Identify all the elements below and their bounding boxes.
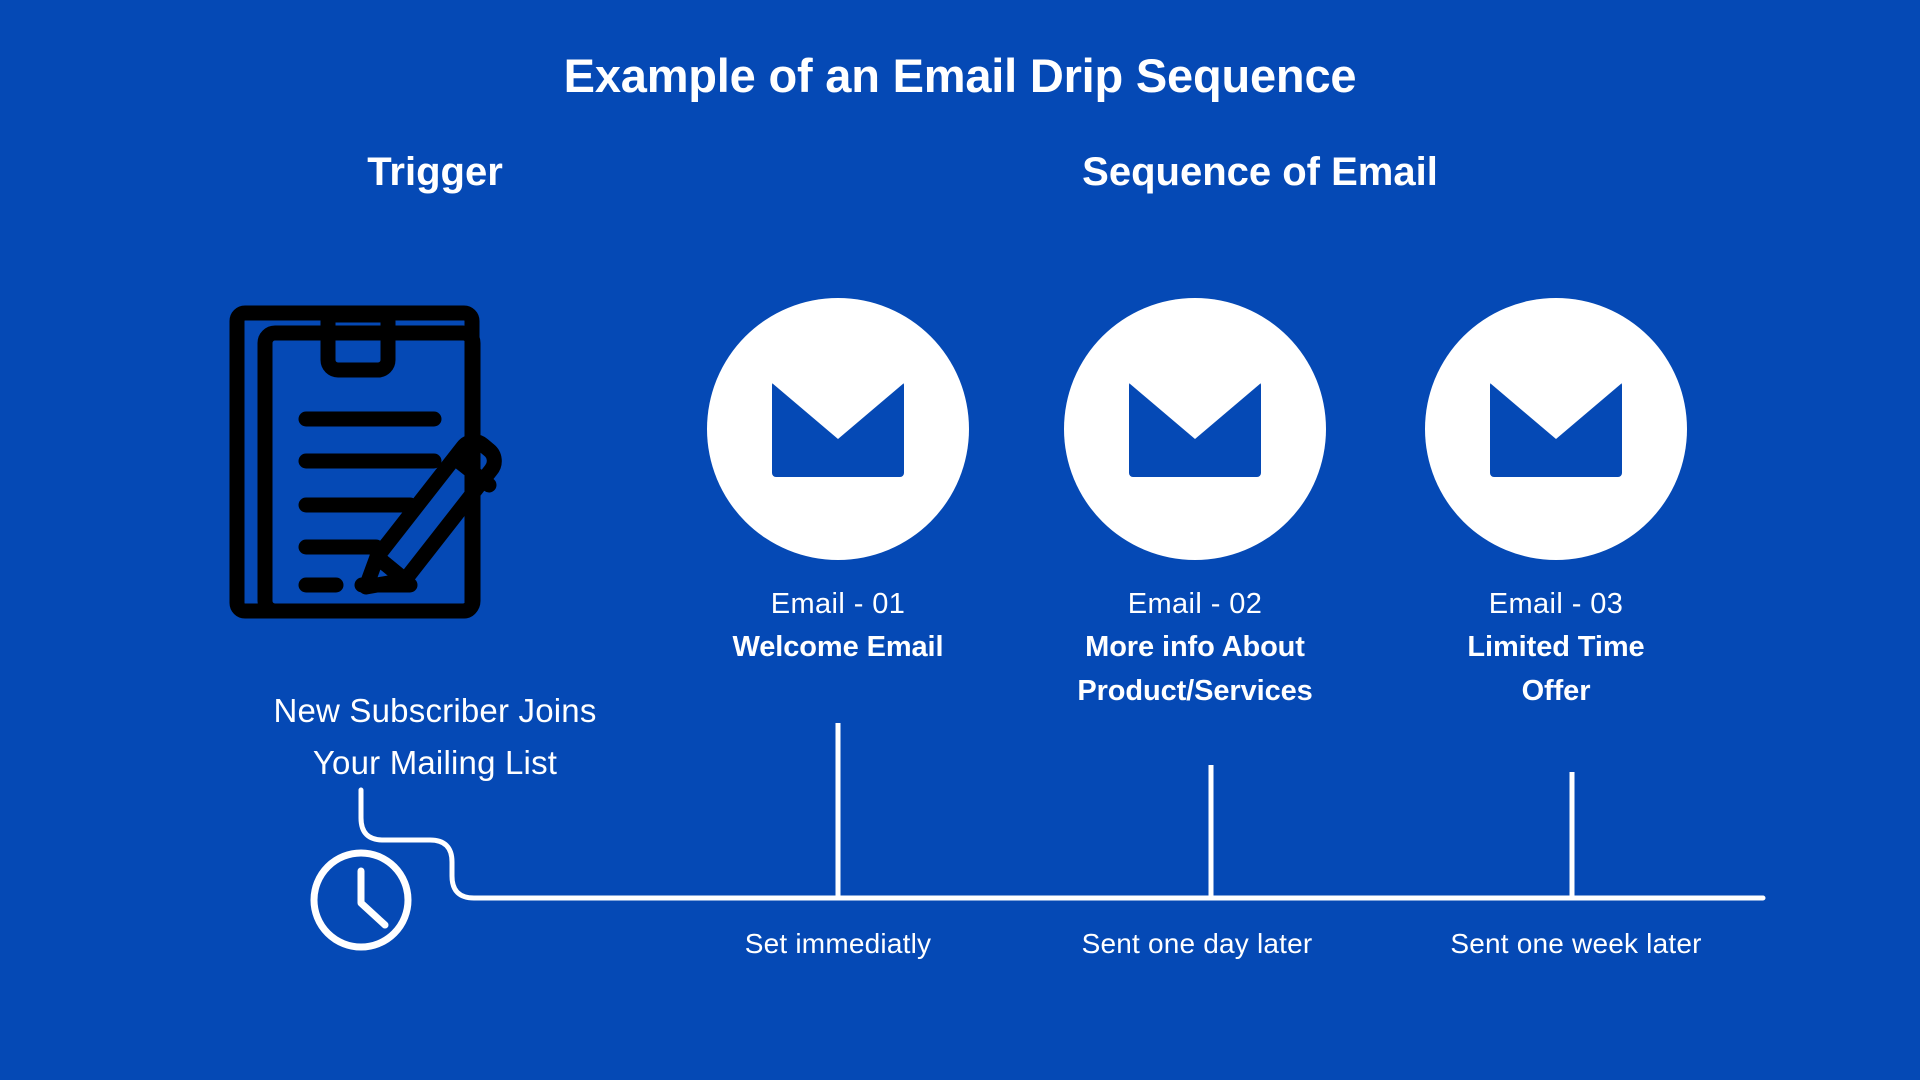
email-labels: Email - 03 Limited Time Offer xyxy=(1406,583,1706,713)
envelope-icon xyxy=(772,377,904,477)
email-icon-circle xyxy=(707,298,969,560)
email-node[interactable]: Email - 02 More info About Product/Servi… xyxy=(1045,298,1345,713)
email-index-label: Email - 02 xyxy=(1127,588,1263,620)
email-node[interactable]: Email - 03 Limited Time Offer xyxy=(1406,298,1706,713)
email-name-line-1: More info About xyxy=(1085,631,1305,663)
page-title: Example of an Email Drip Sequence xyxy=(563,49,1357,102)
trigger-caption-line-1: New Subscriber Joins xyxy=(273,692,597,729)
email-labels: Email - 02 More info About Product/Servi… xyxy=(1045,583,1345,713)
email-name-line-2: Offer xyxy=(1521,675,1591,707)
trigger-caption: New Subscriber Joins Your Mailing List xyxy=(130,685,740,789)
trigger-column-title: Trigger xyxy=(367,150,503,194)
email-icon-circle xyxy=(1425,298,1687,560)
email-timing-caption: Set immediatly xyxy=(744,928,932,959)
email-index-label: Email - 03 xyxy=(1488,588,1624,620)
clipboard-with-pen-icon xyxy=(229,305,502,619)
email-node[interactable]: Email - 01 Welcome Email xyxy=(688,298,988,669)
email-index-label: Email - 01 xyxy=(770,588,906,620)
clock-icon xyxy=(310,849,412,951)
email-timing-caption: Sent one week later xyxy=(1450,928,1702,959)
trigger-caption-line-2: Your Mailing List xyxy=(312,744,558,781)
email-name-line-1: Limited Time xyxy=(1467,631,1645,663)
sequence-column-title: Sequence of Email xyxy=(1082,150,1438,194)
envelope-icon xyxy=(1490,377,1622,477)
email-labels: Email - 01 Welcome Email xyxy=(688,583,988,669)
email-name-line-1: Welcome Email xyxy=(732,631,944,663)
email-timing-caption: Sent one day later xyxy=(1081,928,1313,959)
email-icon-circle xyxy=(1064,298,1326,560)
email-name-line-2: Product/Services xyxy=(1077,675,1313,707)
envelope-icon xyxy=(1129,377,1261,477)
